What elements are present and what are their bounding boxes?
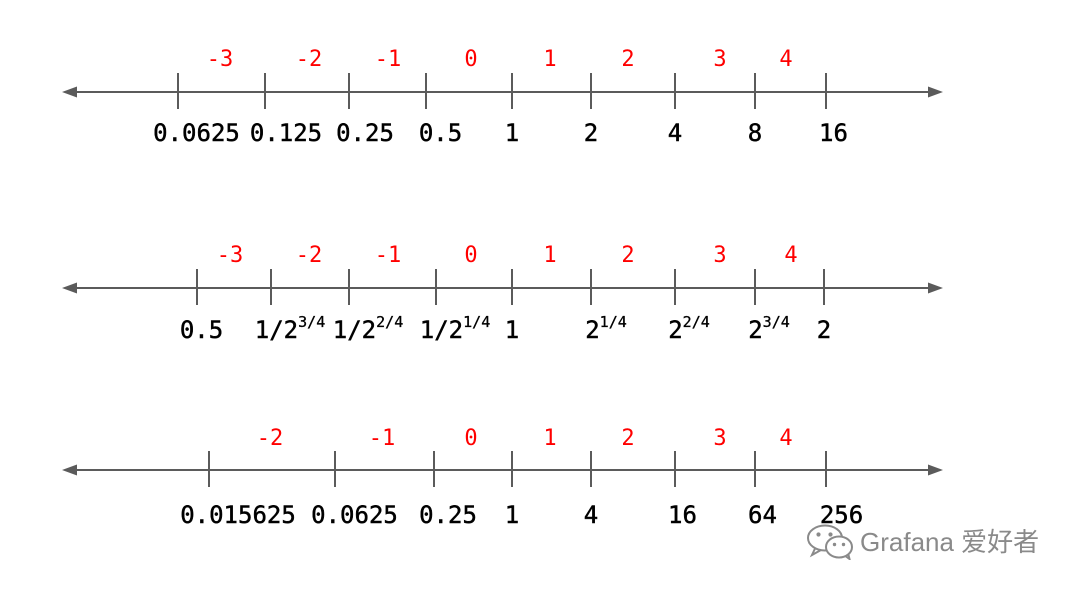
lower-label: 1/21/4 bbox=[419, 314, 491, 344]
wechat-icon-eye bbox=[816, 532, 821, 537]
lower-label: 256 bbox=[819, 501, 864, 529]
upper-label: -3 bbox=[216, 243, 244, 268]
lower-label-base: 2 bbox=[748, 316, 763, 344]
lower-label-exponent: 3/4 bbox=[298, 313, 326, 331]
lower-label: 23/4 bbox=[748, 314, 790, 344]
upper-label: 0 bbox=[464, 243, 478, 268]
lower-label: 64 bbox=[748, 501, 777, 529]
left-arrowhead bbox=[62, 282, 77, 294]
upper-label: -1 bbox=[368, 426, 396, 451]
upper-label: -2 bbox=[295, 47, 323, 72]
left-arrowhead bbox=[62, 86, 77, 98]
upper-label: 1 bbox=[543, 243, 557, 268]
lower-label: 1/23/4 bbox=[254, 314, 326, 344]
lower-label-exponent: 1/4 bbox=[463, 313, 491, 331]
lower-label: 16 bbox=[668, 501, 697, 529]
watermark: Grafana 爱好者 bbox=[806, 524, 1039, 560]
lower-label-base: 1/2 bbox=[332, 316, 377, 344]
wechat-icon-eye bbox=[828, 532, 833, 537]
lower-label: 1 bbox=[504, 119, 520, 147]
upper-label: 3 bbox=[713, 426, 727, 451]
number-line-3 bbox=[62, 451, 943, 487]
upper-label: 1 bbox=[543, 426, 557, 451]
lower-label: 16 bbox=[819, 119, 848, 147]
lower-label: 4 bbox=[667, 119, 683, 147]
watermark-text: Grafana 爱好者 bbox=[860, 527, 1040, 557]
upper-label: 4 bbox=[779, 47, 793, 72]
lower-label: 2 bbox=[583, 119, 599, 147]
lower-label-exponent: 2/4 bbox=[376, 313, 404, 331]
wechat-icon bbox=[807, 524, 853, 560]
upper-label: -1 bbox=[374, 243, 402, 268]
upper-label: -2 bbox=[256, 426, 284, 451]
lower-label: 0.125 bbox=[249, 119, 323, 147]
lower-label: 0.5 bbox=[418, 119, 463, 147]
wechat-icon-eye bbox=[841, 542, 846, 547]
lower-label: 21/4 bbox=[585, 314, 627, 344]
upper-label: 0 bbox=[464, 47, 478, 72]
lower-label: 0.0625 bbox=[311, 501, 398, 529]
lower-label: 2 bbox=[816, 316, 832, 344]
lower-label-exponent: 3/4 bbox=[762, 313, 790, 331]
lower-label: 1 bbox=[504, 501, 520, 529]
lower-label-exponent: 2/4 bbox=[682, 313, 710, 331]
upper-label: 0 bbox=[464, 426, 478, 451]
lower-label-exponent: 1/4 bbox=[599, 313, 627, 331]
lower-label: 0.5 bbox=[179, 316, 224, 344]
right-arrowhead bbox=[928, 86, 943, 98]
lower-label-base: 2 bbox=[668, 316, 683, 344]
lower-label: 1/22/4 bbox=[332, 314, 404, 344]
upper-label: 3 bbox=[713, 47, 727, 72]
wechat-icon-bubble bbox=[825, 535, 853, 559]
left-arrowhead bbox=[62, 464, 77, 476]
number-line-2 bbox=[62, 269, 943, 305]
lower-label: 8 bbox=[747, 119, 763, 147]
lower-label: 0.015625 bbox=[180, 501, 296, 529]
upper-label: -1 bbox=[374, 47, 402, 72]
upper-label: 2 bbox=[621, 47, 635, 72]
lower-label-base: 1/2 bbox=[254, 316, 299, 344]
upper-label: 1 bbox=[543, 47, 557, 72]
upper-label: 2 bbox=[621, 243, 635, 268]
upper-label: 3 bbox=[713, 243, 727, 268]
lower-label: 1 bbox=[504, 316, 520, 344]
lower-label: 0.0625 bbox=[153, 119, 240, 147]
number-line-1 bbox=[62, 73, 943, 109]
lower-label: 22/4 bbox=[668, 314, 710, 344]
wechat-icon-eye bbox=[832, 542, 837, 547]
lower-label-base: 2 bbox=[585, 316, 600, 344]
lower-label: 4 bbox=[583, 501, 599, 529]
upper-label: 2 bbox=[621, 426, 635, 451]
lower-label: 0.25 bbox=[336, 119, 394, 147]
upper-label: -3 bbox=[206, 47, 234, 72]
lower-label-base: 1/2 bbox=[419, 316, 464, 344]
upper-label: 4 bbox=[779, 426, 793, 451]
lower-label: 0.25 bbox=[419, 501, 477, 529]
upper-label: 4 bbox=[784, 243, 798, 268]
right-arrowhead bbox=[928, 464, 943, 476]
right-arrowhead bbox=[928, 282, 943, 294]
upper-label: -2 bbox=[295, 243, 323, 268]
